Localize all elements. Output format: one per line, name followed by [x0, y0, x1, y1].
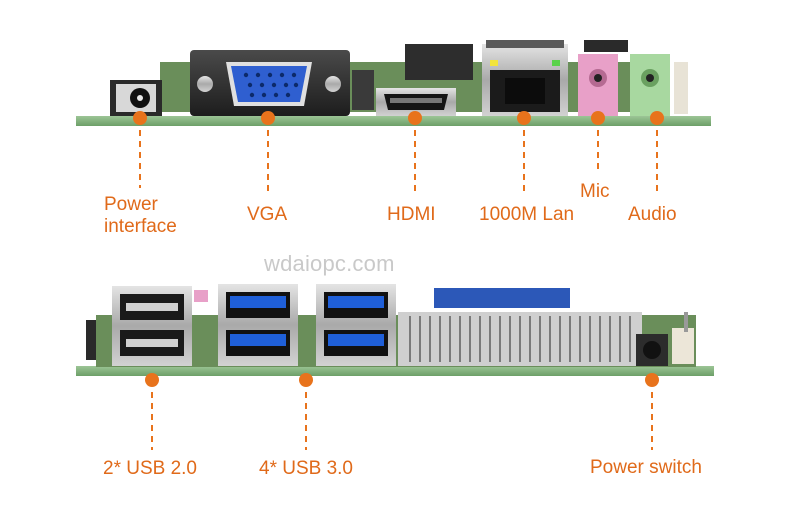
watermark: wdaiopc.com [264, 251, 395, 276]
usb3-stack-left [218, 284, 298, 366]
top-leaders [133, 111, 664, 196]
bottom-pcb-edge [76, 366, 714, 376]
mic-label: Mic [580, 181, 610, 202]
audio-label: Audio [628, 204, 677, 225]
bottom-leaders [145, 373, 659, 450]
power-interface-label-line1: Power [104, 194, 158, 215]
hdmi-connector [376, 88, 456, 116]
heatsink-slot [398, 312, 642, 366]
usb2-label: 2* USB 2.0 [103, 458, 197, 479]
top-pcb-edge [76, 116, 711, 126]
vga-label: VGA [247, 204, 288, 225]
bottom-board-io-panel [76, 284, 714, 376]
lan-connector [482, 40, 568, 116]
power-switch-label: Power switch [590, 457, 702, 478]
usb3-stack-right [316, 284, 396, 366]
usb3-label: 4* USB 3.0 [259, 458, 353, 479]
power-jack [110, 80, 162, 116]
lan-label: 1000M Lan [479, 204, 575, 225]
vga-connector [190, 50, 350, 116]
power-interface-label-line2: interface [104, 216, 177, 237]
audio-jack [630, 54, 688, 116]
usb2-stack [112, 286, 208, 366]
top-board-io-panel [76, 40, 711, 126]
power-switch [636, 334, 668, 366]
hdmi-label: HDMI [387, 204, 436, 225]
mic-jack [578, 40, 628, 116]
